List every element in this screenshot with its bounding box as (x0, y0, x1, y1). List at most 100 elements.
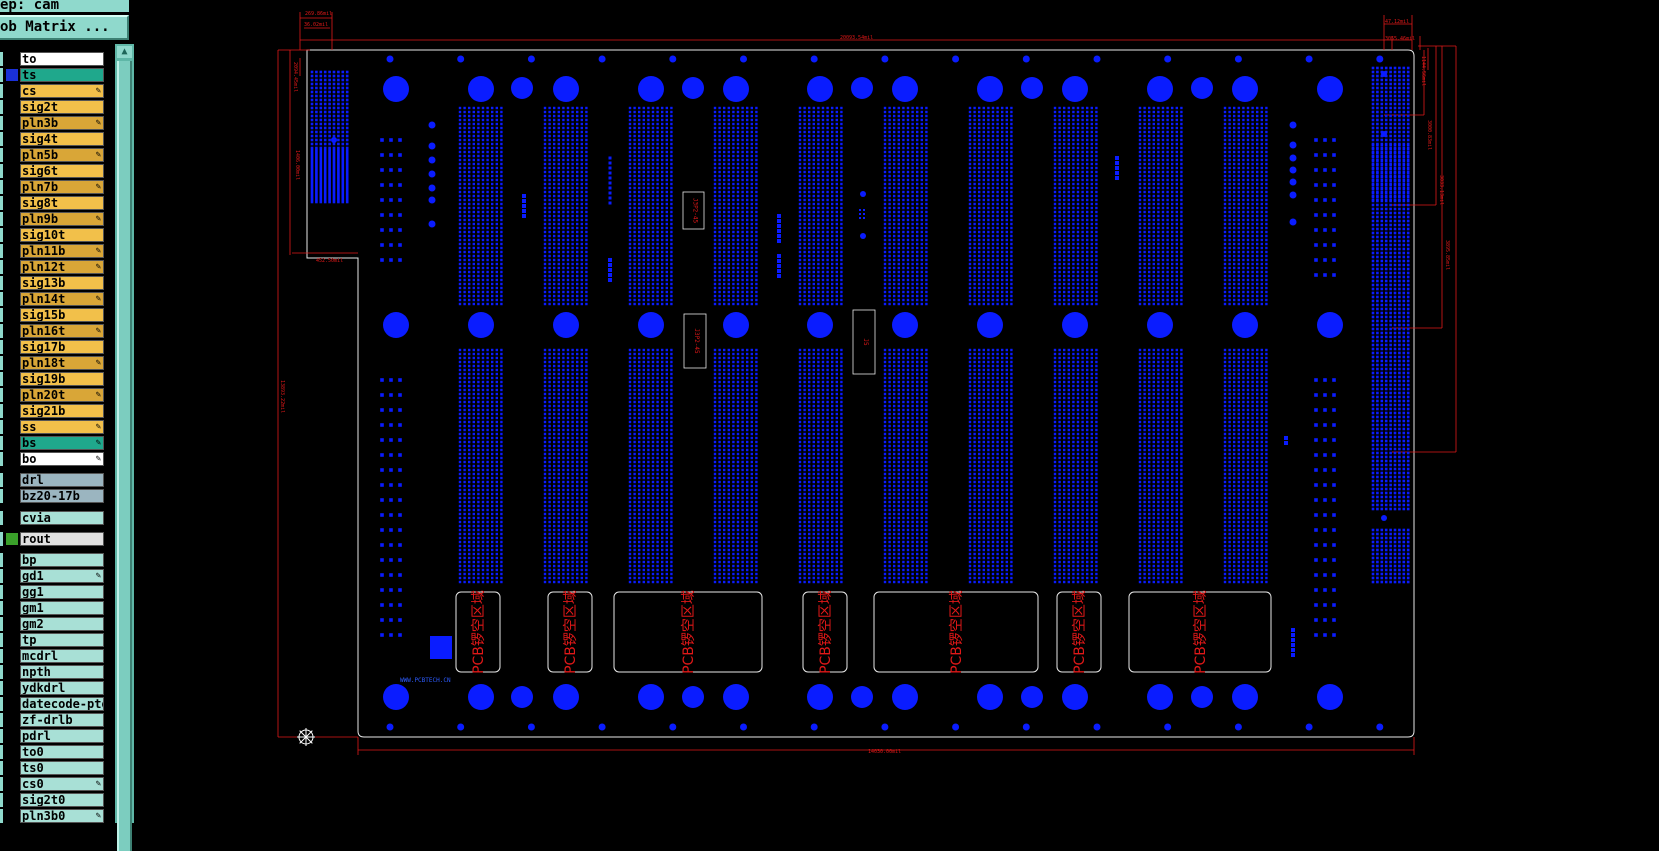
layer-row-marker[interactable] (0, 729, 3, 743)
layer-row-marker[interactable] (0, 116, 3, 130)
layer-row-npth[interactable]: npth (0, 665, 104, 679)
layer-row-ydkdrl[interactable]: ydkdrl (0, 681, 104, 695)
layer-row-marker[interactable] (0, 569, 3, 583)
layer-row-marker[interactable] (0, 553, 3, 567)
layer-row-pln3b[interactable]: pln3b✎ (0, 116, 104, 130)
job-matrix-button[interactable]: ob Matrix ... (0, 15, 129, 40)
layer-row-to[interactable]: to (0, 52, 104, 66)
layer-row-bo[interactable]: bo✎ (0, 452, 104, 466)
layer-row-marker[interactable] (0, 340, 3, 354)
layer-name[interactable]: cs0✎ (20, 777, 104, 791)
layer-row-gd1[interactable]: gd1✎ (0, 569, 104, 583)
layer-name[interactable]: pln20t✎ (20, 388, 104, 402)
layer-name[interactable]: datecode-pte (20, 697, 104, 711)
layer-row-sig2t0[interactable]: sig2t0 (0, 793, 104, 807)
layer-row-rout[interactable]: rout (0, 532, 104, 546)
layer-row-marker[interactable] (0, 809, 3, 823)
layer-row-marker[interactable] (0, 601, 3, 615)
layer-row-pln16t[interactable]: pln16t✎ (0, 324, 104, 338)
layer-row-marker[interactable] (0, 308, 3, 322)
layer-row-marker[interactable] (0, 68, 3, 82)
layer-row-pln18t[interactable]: pln18t✎ (0, 356, 104, 370)
layer-row-marker[interactable] (0, 761, 3, 775)
layer-row-marker[interactable] (0, 777, 3, 791)
layer-row-marker[interactable] (0, 244, 3, 258)
layer-row-pln20t[interactable]: pln20t✎ (0, 388, 104, 402)
layer-row-marker[interactable] (0, 52, 3, 66)
layer-row-marker[interactable] (0, 196, 3, 210)
layer-row-ts0[interactable]: ts0 (0, 761, 104, 775)
layer-row-marker[interactable] (0, 745, 3, 759)
layer-row-tp[interactable]: tp (0, 633, 104, 647)
layer-name[interactable]: sig8t (20, 196, 104, 210)
layer-name[interactable]: sig6t (20, 164, 104, 178)
layer-name[interactable]: rout (20, 532, 104, 546)
layer-row-marker[interactable] (0, 356, 3, 370)
layer-row-marker[interactable] (0, 292, 3, 306)
layer-row-marker[interactable] (0, 713, 3, 727)
layer-name[interactable]: sig15b (20, 308, 104, 322)
layer-name[interactable]: sig21b (20, 404, 104, 418)
layer-row-marker[interactable] (0, 420, 3, 434)
layer-row-sig21b[interactable]: sig21b (0, 404, 104, 418)
layer-row-zf-drlb[interactable]: zf-drlb (0, 713, 104, 727)
layer-row-marker[interactable] (0, 276, 3, 290)
layer-row-marker[interactable] (0, 532, 3, 546)
layer-row-marker[interactable] (0, 388, 3, 402)
layer-name[interactable]: cs✎ (20, 84, 104, 98)
layer-color-swatch[interactable] (6, 69, 18, 81)
layer-row-marker[interactable] (0, 212, 3, 226)
layer-name[interactable]: pln16t✎ (20, 324, 104, 338)
layer-row-marker[interactable] (0, 697, 3, 711)
layer-row-sig17b[interactable]: sig17b (0, 340, 104, 354)
layer-row-sig10t[interactable]: sig10t (0, 228, 104, 242)
layer-name[interactable]: drl (20, 473, 104, 487)
layer-name[interactable]: bo✎ (20, 452, 104, 466)
layer-row-marker[interactable] (0, 681, 3, 695)
layer-name[interactable]: ss✎ (20, 420, 104, 434)
layer-row-ss[interactable]: ss✎ (0, 420, 104, 434)
layer-name[interactable]: pln12t✎ (20, 260, 104, 274)
layer-row-marker[interactable] (0, 617, 3, 631)
scroll-up-arrow-icon[interactable]: ▲ (117, 46, 132, 58)
layer-row-sig19b[interactable]: sig19b (0, 372, 104, 386)
layer-name[interactable]: gm1 (20, 601, 104, 615)
layer-row-drl[interactable]: drl (0, 473, 104, 487)
layer-name[interactable]: sig19b (20, 372, 104, 386)
layer-row-marker[interactable] (0, 148, 3, 162)
layer-name[interactable]: pln3b0✎ (20, 809, 104, 823)
layer-name[interactable]: cvia (20, 511, 104, 525)
layer-name[interactable]: mcdrl (20, 649, 104, 663)
layer-name[interactable]: pln3b✎ (20, 116, 104, 130)
layer-row-pdrl[interactable]: pdrl (0, 729, 104, 743)
layer-name[interactable]: to0 (20, 745, 104, 759)
layer-row-to0[interactable]: to0 (0, 745, 104, 759)
layer-name[interactable]: sig13b (20, 276, 104, 290)
layer-row-sig13b[interactable]: sig13b (0, 276, 104, 290)
layer-row-marker[interactable] (0, 633, 3, 647)
layer-row-marker[interactable] (0, 180, 3, 194)
layer-row-marker[interactable] (0, 473, 3, 487)
layer-row-pln11b[interactable]: pln11b✎ (0, 244, 104, 258)
layer-name[interactable]: sig17b (20, 340, 104, 354)
layer-row-marker[interactable] (0, 489, 3, 503)
layer-row-gm1[interactable]: gm1 (0, 601, 104, 615)
layer-name[interactable]: npth (20, 665, 104, 679)
layer-row-marker[interactable] (0, 649, 3, 663)
layer-name[interactable]: gm2 (20, 617, 104, 631)
layer-row-marker[interactable] (0, 132, 3, 146)
layer-name[interactable]: pln9b✎ (20, 212, 104, 226)
layer-row-pln14t[interactable]: pln14t✎ (0, 292, 104, 306)
layer-row-mcdrl[interactable]: mcdrl (0, 649, 104, 663)
layer-row-pln5b[interactable]: pln5b✎ (0, 148, 104, 162)
layer-name[interactable]: pln7b✎ (20, 180, 104, 194)
layer-row-sig2t[interactable]: sig2t (0, 100, 104, 114)
layer-name[interactable]: sig4t (20, 132, 104, 146)
layer-row-marker[interactable] (0, 793, 3, 807)
layer-row-cs0[interactable]: cs0✎ (0, 777, 104, 791)
layer-row-ts[interactable]: ts (0, 68, 104, 82)
layer-row-pln3b0[interactable]: pln3b0✎ (0, 809, 104, 823)
layer-name[interactable]: tp (20, 633, 104, 647)
layer-name[interactable]: pdrl (20, 729, 104, 743)
